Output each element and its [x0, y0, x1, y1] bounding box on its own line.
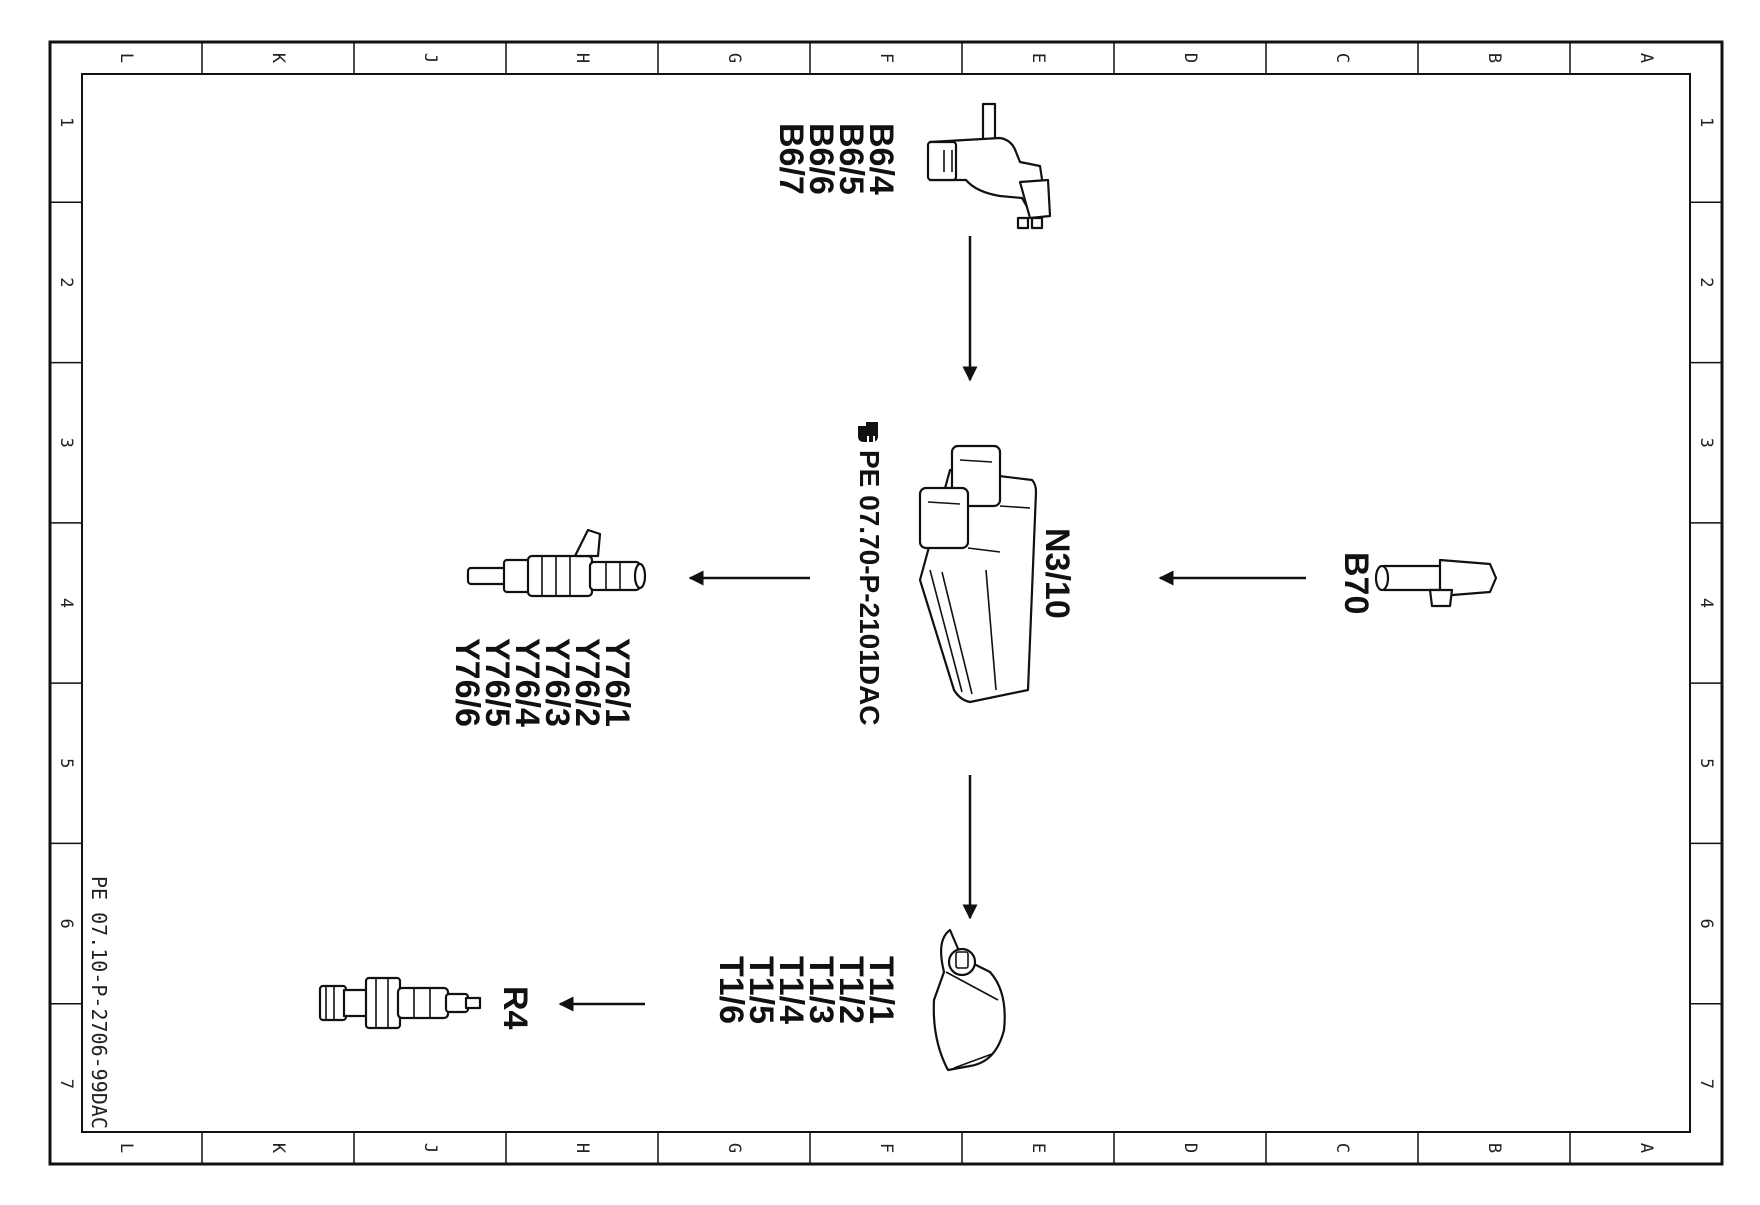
zone-column-bottom: E	[1028, 1143, 1048, 1153]
camshaft-sensor-labels: B6/4 B6/5 B6/6 B6/7	[772, 123, 900, 195]
zone-column-top: F	[876, 53, 896, 63]
label-b6-6: B6/6	[802, 123, 840, 195]
inner-frame	[81, 73, 1691, 1133]
zone-column-top: E	[1028, 53, 1048, 63]
ecu-icon	[918, 444, 1038, 704]
label-y76-6: Y76/6	[448, 638, 486, 727]
label-b6-5: B6/5	[832, 123, 870, 195]
zone-row-left: 2	[56, 277, 76, 287]
label-b70: B70	[1337, 552, 1375, 614]
label-t1-4: T1/4	[772, 956, 810, 1024]
zone-row-right: 1	[1696, 117, 1716, 127]
zone-column-top: L	[116, 53, 136, 63]
label-y76-1: Y76/1	[598, 638, 636, 727]
document-id: PE 07.10-P-2706-99DAC	[87, 876, 111, 1129]
fuel-injector-icon	[466, 528, 647, 598]
label-y76-4: Y76/4	[508, 638, 546, 727]
zone-row-left: 7	[56, 1079, 76, 1089]
label-t1-1: T1/1	[862, 956, 900, 1024]
injector-labels: Y76/1 Y76/2 Y76/3 Y76/4 Y76/5 Y76/6	[448, 638, 636, 727]
zone-row-left: 4	[56, 598, 76, 608]
crankshaft-sensor-icon	[1374, 558, 1498, 608]
reference-text: PE 07.70-P-2101DAC	[854, 450, 885, 725]
hall-sensor-icon	[926, 102, 1052, 230]
zone-column-top: K	[268, 53, 288, 64]
zone-column-top: A	[1636, 53, 1656, 63]
zone-row-right: 3	[1696, 438, 1716, 448]
pointing-hand-icon	[858, 422, 878, 448]
zone-row-left: 1	[56, 117, 76, 127]
reference-note: PE 07.70-P-2101DAC	[854, 422, 885, 725]
zone-row-left: 5	[56, 758, 76, 768]
zone-column-top: H	[572, 53, 592, 63]
label-b6-4: B6/4	[862, 123, 900, 195]
outer-frame	[48, 40, 1724, 1166]
zone-row-left: 3	[56, 438, 76, 448]
label-t1-5: T1/5	[742, 956, 780, 1024]
zone-row-left: 6	[56, 918, 76, 928]
zone-column-bottom: D	[1180, 1143, 1200, 1153]
zone-column-top: B	[1484, 53, 1504, 63]
zone-column-bottom: A	[1636, 1143, 1656, 1153]
zone-column-bottom: C	[1332, 1143, 1352, 1153]
zone-column-top: C	[1332, 53, 1352, 63]
ignition-coil-icon	[932, 928, 1006, 1072]
zone-column-bottom: L	[116, 1143, 136, 1153]
zone-row-right: 2	[1696, 277, 1716, 287]
label-t1-3: T1/3	[802, 956, 840, 1024]
coil-labels: T1/1 T1/2 T1/3 T1/4 T1/5 T1/6	[712, 956, 900, 1024]
label-n3-10: N3/10	[1038, 528, 1076, 619]
label-b6-7: B6/7	[772, 123, 810, 195]
label-y76-2: Y76/2	[568, 638, 606, 727]
label-r4: R4	[496, 986, 534, 1030]
label-t1-6: T1/6	[712, 956, 750, 1024]
zone-column-top: G	[724, 53, 744, 63]
zone-row-right: 6	[1696, 918, 1716, 928]
label-y76-5: Y76/5	[478, 638, 516, 727]
zone-row-right: 5	[1696, 758, 1716, 768]
zone-markers: L L K K J J H H G G F F E E D D C C B B A A 1 1 2 2 3 3 4 4 5 5 6 6 7 7	[50, 42, 1722, 1164]
label-t1-2: T1/2	[832, 956, 870, 1024]
zone-row-right: 7	[1696, 1079, 1716, 1089]
zone-column-bottom: H	[572, 1143, 592, 1153]
zone-column-bottom: B	[1484, 1143, 1504, 1153]
zone-column-bottom: K	[268, 1143, 288, 1154]
zone-column-top: J	[420, 53, 440, 63]
label-y76-3: Y76/3	[538, 638, 576, 727]
zone-row-right: 4	[1696, 598, 1716, 608]
zone-column-top: D	[1180, 53, 1200, 63]
zone-column-bottom: F	[876, 1143, 896, 1153]
spark-plug-icon	[318, 976, 482, 1030]
zone-column-bottom: G	[724, 1143, 744, 1153]
zone-column-bottom: J	[420, 1143, 440, 1153]
